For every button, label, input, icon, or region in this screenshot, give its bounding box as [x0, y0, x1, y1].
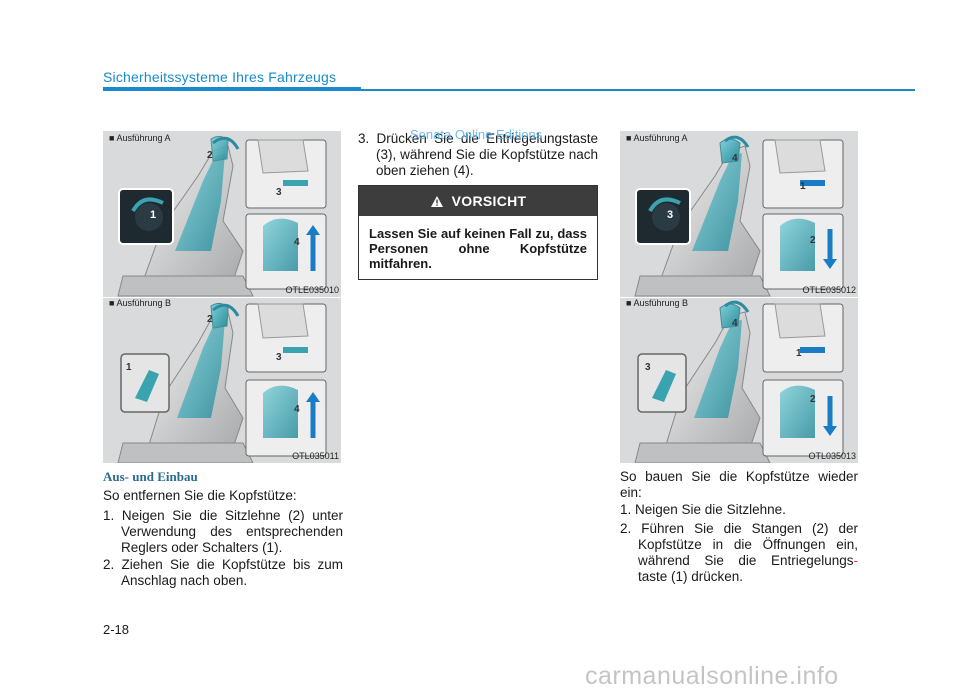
marker-4: 4 [294, 404, 300, 415]
figure-label: ■ Ausführung B [626, 298, 688, 308]
figure-label: ■ Ausführung B [109, 298, 171, 308]
removal-step-1: 1. Neigen Sie die Sitzlehne (2) unter Ve… [103, 508, 343, 555]
installation-step-2-end: taste (1) drücken. [638, 569, 744, 584]
warning-icon [430, 195, 443, 207]
installation-step-2: 2. Führen Sie die Stangen (2) der Kopfst… [620, 521, 858, 585]
footer-site-watermark: carmanualsonline.info [585, 662, 839, 690]
removal-intro: So entfernen Sie die Kopfstütze: [103, 488, 297, 503]
figure-code: OTLE035010 [285, 285, 339, 295]
marker-1: 1 [126, 362, 132, 373]
section-title: Sicherheitssysteme Ihres Fahrzeugs [103, 69, 337, 85]
marker-1: 1 [150, 209, 157, 221]
caution-title: VORSICHT [451, 193, 527, 209]
marker-4: 4 [732, 153, 738, 164]
marker-1: 1 [796, 348, 802, 359]
page-number: 2-18 [103, 622, 130, 637]
seat-illustration [634, 300, 844, 463]
marker-3: 3 [276, 187, 282, 198]
installation-step-2-text: 2. Führen Sie die Stangen (2) der Kopfst… [620, 521, 858, 568]
figure-code: OTLE035012 [802, 285, 856, 295]
figure-label: ■ Ausführung A [626, 133, 688, 143]
seat-illustration [117, 302, 327, 463]
figure-removal-version-a: ■ Ausführung A OTLE035010 1 2 3 4 [103, 131, 341, 297]
removal-step-2: 2. Ziehen Sie die Kopfstütze bis zum Ans… [103, 557, 343, 588]
seat-illustration [634, 135, 844, 297]
marker-2: 2 [810, 394, 816, 405]
figure-installation-version-a: ■ Ausführung A OTLE035012 1 2 3 4 [620, 131, 858, 297]
watermark: Sonata Online Editions [410, 127, 543, 142]
marker-4: 4 [294, 237, 300, 248]
seat-illustration [117, 135, 327, 297]
caution-header: VORSICHT [359, 186, 597, 216]
marker-3: 3 [276, 352, 282, 363]
figure-installation-version-b: ■ Ausführung B OTL035013 1 2 3 4 [620, 298, 858, 463]
caution-text: Lassen Sie auf keinen Fall zu, dass Pers… [369, 226, 587, 271]
marker-1: 1 [800, 181, 806, 192]
installation-step-2-hyphen: - [853, 553, 859, 568]
installation-intro: So bauen Sie die Kopfstütze wieder ein: [620, 469, 858, 500]
marker-4: 4 [732, 318, 738, 329]
removal-step-3: 3. Drücken Sie die Entriegelungstaste (3… [358, 131, 598, 178]
section-heading: Aus- und Einbau [103, 469, 198, 484]
header-rule-accent [103, 87, 361, 91]
figure-code: OTL035011 [292, 451, 339, 461]
installation-step-1: 1. Neigen Sie die Sitzlehne. [620, 502, 786, 517]
figure-removal-version-b: ■ Ausführung B OTL035011 1 2 3 4 [103, 298, 341, 463]
marker-2: 2 [207, 150, 213, 161]
marker-3: 3 [645, 362, 651, 373]
caution-box: VORSICHT Lassen Sie auf keinen Fall zu, … [358, 185, 598, 280]
marker-2: 2 [207, 314, 213, 325]
header-rule [103, 89, 915, 91]
marker-3: 3 [667, 209, 674, 221]
figure-label: ■ Ausführung A [109, 133, 171, 143]
marker-2: 2 [810, 235, 816, 246]
figure-code: OTL035013 [808, 451, 856, 461]
